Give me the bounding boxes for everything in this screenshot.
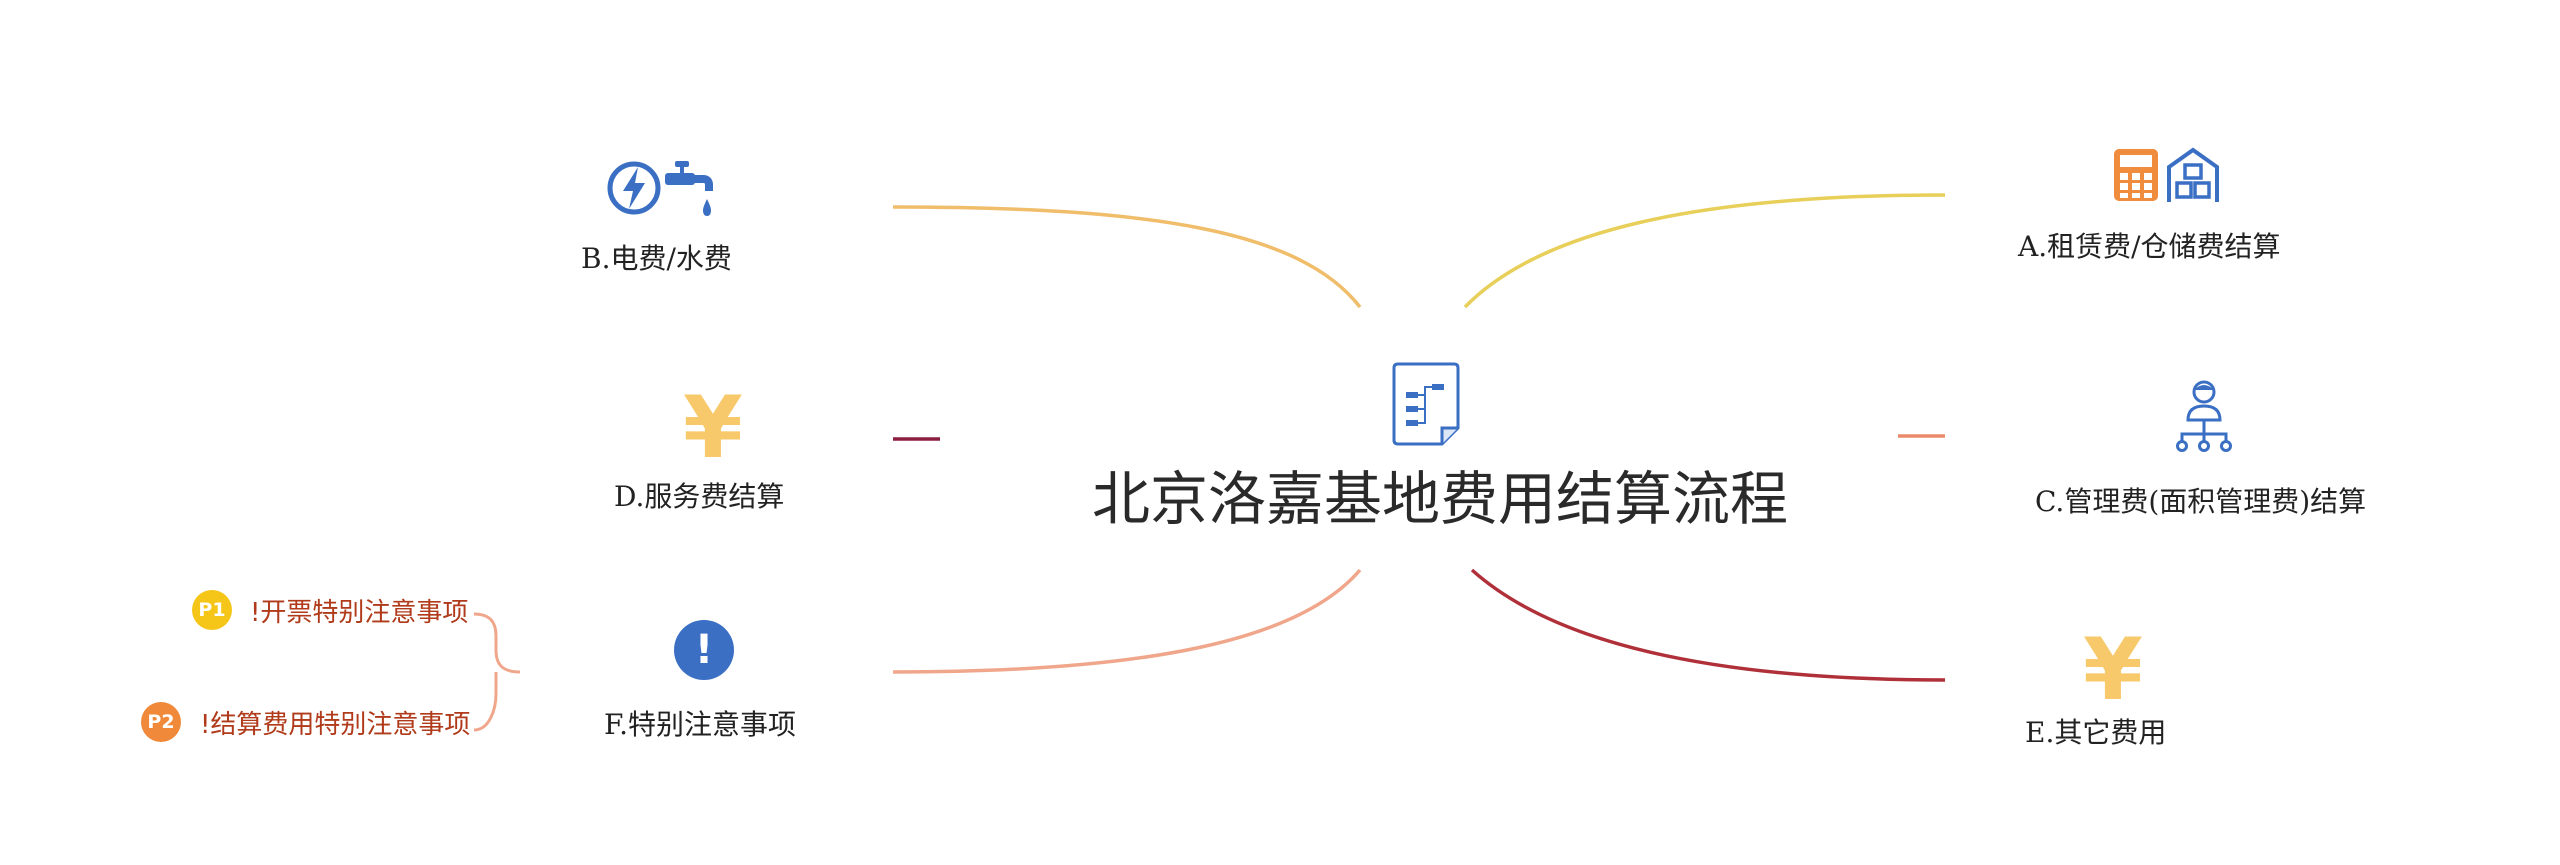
priority-p2-marker: P2 [141,702,181,742]
warehouse-icon [2167,147,2219,202]
yen-icon-d: ¥ [683,378,743,478]
exclamation-icon: ! [674,620,734,680]
calculator-icon [2114,149,2158,201]
yen-icon-e: ¥ [2083,620,2143,720]
electricity-icon [607,161,661,215]
connector-e [1470,568,1946,682]
water-tap-icon [665,161,713,216]
child-bracket [473,612,521,732]
branch-b-label[interactable]: B.电费/水费 [581,242,732,275]
connector-a [1463,193,1946,309]
branch-c-label[interactable]: C.管理费(面积管理费)结算 [2035,485,2367,518]
child-label-invoice-notes[interactable]: !开票特别注意事项 [250,598,469,628]
branch-f-label[interactable]: F.特别注意事项 [604,708,796,741]
branch-d-label[interactable]: D.服务费结算 [614,480,785,513]
priority-p1-marker: P1 [192,590,232,630]
child-label-settlement-notes[interactable]: !结算费用特别注意事项 [200,710,471,740]
connector-f [892,568,1362,674]
flowchart-document-icon [1392,362,1460,446]
branch-a-label[interactable]: A.租赁费/仓储费结算 [2018,230,2281,263]
central-topic[interactable]: 北京洛嘉基地费用结算流程 [1091,465,1788,533]
organization-chart-icon [2176,380,2232,452]
connector-b [892,205,1362,309]
branch-e-label[interactable]: E.其它费用 [2025,716,2167,749]
